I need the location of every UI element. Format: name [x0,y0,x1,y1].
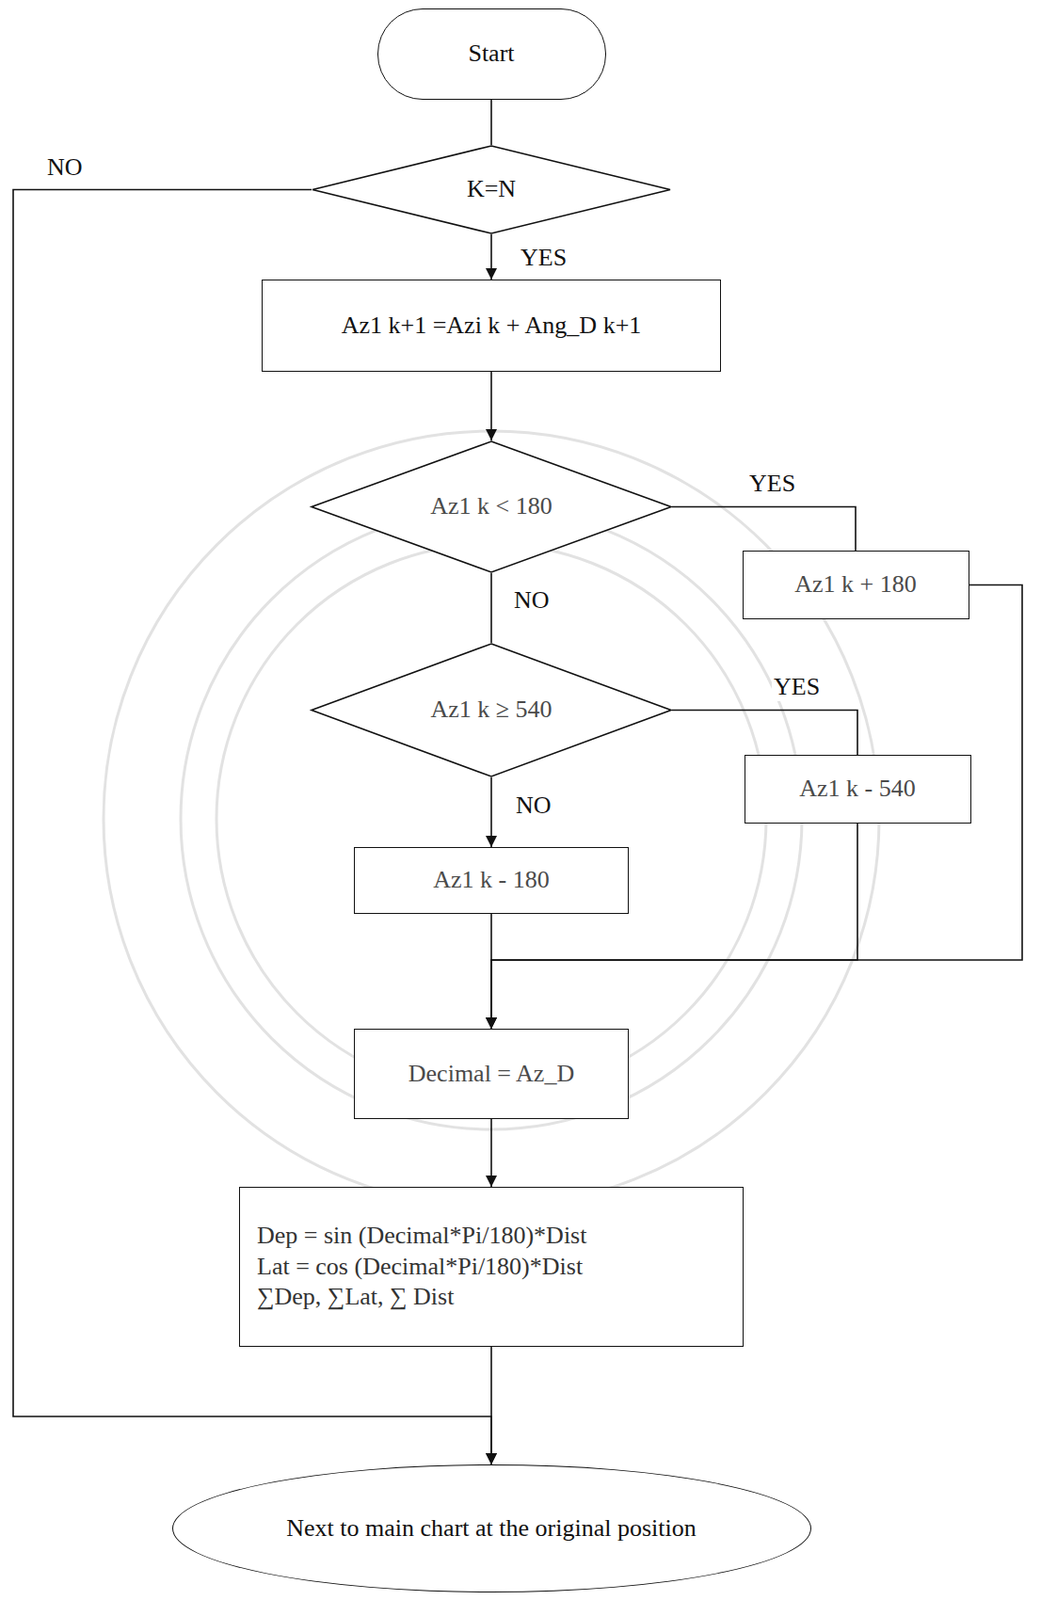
diamond-shape [312,145,671,234]
text-group: Az1 k+1 =Azi k + Ang_D k+1 [341,310,642,342]
seal-ring [216,544,767,1094]
node-text: Az1 k + 180 [794,569,916,601]
branch-label: YES [518,242,569,273]
process-box: Az1 k - 540 [744,754,972,824]
node-text: K=N [466,174,516,206]
node-text: Decimal = Az_D [408,1058,575,1090]
node-text: Az1 k - 180 [432,864,549,897]
diamond-shape [311,441,672,573]
connector [490,234,493,280]
text-group: Az1 k ≥ 540 [430,694,552,726]
process-box: Dep = sin (Decimal*Pi/180)*DistLat = cos… [239,1186,744,1347]
node-text: Next to main chart at the original posit… [286,1513,696,1545]
connector [490,371,493,441]
text-group: Az1 k - 180 [432,864,549,897]
branch-label: NO [45,152,85,182]
connector [672,507,856,552]
text-group: Decimal = Az_D [408,1058,575,1090]
connector [490,777,493,848]
terminal: Start [377,8,607,100]
connector [490,1119,493,1187]
connector [672,710,858,756]
branch-label: YES [771,672,822,702]
text-group: Az1 k + 180 [794,569,916,601]
seal-ring [180,508,802,1130]
process-box: Az1 k + 180 [742,550,970,620]
terminal-ellipse: Next to main chart at the original posit… [172,1464,812,1593]
text-group: K=N [466,174,516,206]
node-text: Az1 k < 180 [430,491,552,523]
connector [490,573,493,643]
connector [490,99,493,145]
connector [491,585,1023,1030]
node-text: ∑Dep, ∑Lat, ∑ Dist [256,1281,454,1314]
decision-diamond: Az1 k ≥ 540 [310,642,673,778]
text-group: Dep = sin (Decimal*Pi/180)*DistLat = cos… [240,1220,587,1314]
decision-diamond: K=N [311,144,672,235]
node-text: Lat = cos (Decimal*Pi/180)*Dist [256,1251,583,1283]
node-text: Start [467,38,514,70]
node-text: Dep = sin (Decimal*Pi/180)*Dist [256,1220,587,1252]
branch-label: YES [747,468,798,498]
node-text: Az1 k - 540 [799,773,915,805]
connector [490,913,493,1029]
text-group: Az1 k < 180 [430,491,552,523]
connector [490,1346,493,1465]
diamond-shape [311,643,672,777]
node-text: Az1 k ≥ 540 [430,694,552,726]
node-text: Az1 k+1 =Azi k + Ang_D k+1 [341,310,642,342]
text-group: Start [467,38,514,70]
text-group: Az1 k - 540 [799,773,915,805]
process-box: Az1 k - 180 [353,847,629,914]
process-box: Az1 k+1 =Azi k + Ang_D k+1 [261,279,721,372]
decision-diamond: Az1 k < 180 [310,440,673,574]
branch-label: NO [513,790,554,820]
process-box: Decimal = Az_D [353,1028,629,1120]
branch-label: NO [512,585,552,615]
text-group: Next to main chart at the original posit… [286,1513,696,1545]
